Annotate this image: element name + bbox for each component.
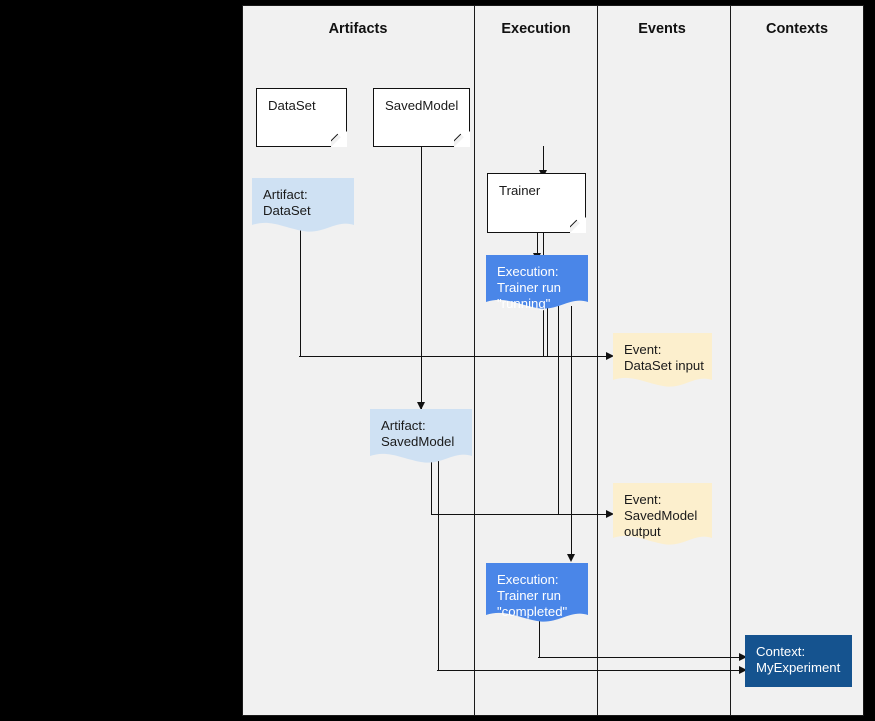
edge-artifactsaved-to-context-arrow	[739, 666, 747, 674]
edge-execrunning-to-eventoutput-vline	[558, 306, 559, 514]
swimlane-panel: Artifacts Execution Events Contexts	[242, 5, 864, 716]
edge-execrunning-to-execcompleted-vline	[571, 306, 572, 559]
edge-artifactsaved-to-eventoutput-vline	[431, 458, 432, 515]
lane-divider-execution-events	[597, 6, 598, 715]
wavy-shape	[486, 563, 588, 622]
node-context-myexperiment[interactable]: Context: MyExperiment	[745, 635, 852, 687]
wavy-shape	[613, 483, 712, 545]
edge-artifactsaved-to-context-hline	[437, 670, 743, 671]
node-execution-running-label: Execution: Trainer run "running"	[497, 264, 562, 312]
lane-title-artifacts: Artifacts	[328, 21, 388, 37]
node-execution-completed-label: Execution: Trainer run "completed"	[497, 572, 568, 620]
node-event-savedmodel-output-label: Event: SavedModel output	[624, 492, 698, 540]
node-event-dataset-input-label: Event: DataSet input	[624, 342, 704, 374]
wavy-shape	[370, 409, 472, 463]
edge-artifactdataset-to-event-hline	[299, 356, 609, 357]
document-fold-icon	[570, 217, 586, 233]
node-dataset-component[interactable]: DataSet	[256, 88, 347, 147]
edge-to-eventoutput-arrow	[606, 510, 614, 518]
lane-title-execution: Execution	[501, 21, 571, 37]
edge-to-eventoutput-hline	[431, 514, 609, 515]
node-artifact-dataset[interactable]: Artifact: DataSet	[252, 178, 354, 236]
lane-title-contexts: Contexts	[765, 21, 829, 37]
wavy-shape	[486, 255, 588, 309]
node-artifact-dataset-label: Artifact: DataSet	[263, 187, 311, 219]
node-event-dataset-input[interactable]: Event: DataSet input	[613, 333, 712, 391]
node-dataset-component-label: DataSet	[268, 98, 316, 113]
node-savedmodel-component-label: SavedModel	[385, 98, 459, 113]
lane-divider-events-contexts	[730, 6, 731, 715]
edge-execcompleted-to-context-arrow	[739, 653, 747, 661]
edge-execcompleted-to-context-vline	[539, 616, 540, 658]
edge-execrunning-to-execcompleted-arrow	[567, 554, 575, 562]
node-event-savedmodel-output[interactable]: Event: SavedModel output	[613, 483, 712, 549]
wavy-shape	[613, 333, 712, 387]
document-fold-icon	[331, 131, 347, 147]
node-execution-running[interactable]: Execution: Trainer run "running"	[486, 255, 588, 313]
edge-execrunning-to-eventinput-vline	[547, 306, 548, 356]
lane-divider-artifacts-execution	[474, 6, 475, 715]
edge-dataset-to-artifact-line	[543, 146, 544, 173]
edge-trainer-to-execution-line	[537, 233, 538, 258]
wavy-shape	[252, 178, 354, 232]
node-trainer-component[interactable]: Trainer	[487, 173, 586, 233]
node-context-myexperiment-label: Context: MyExperiment	[756, 644, 841, 676]
edge-savedmodel-to-artifact-arrow	[417, 402, 425, 410]
edge-savedmodel-to-artifact-line	[421, 146, 422, 410]
edge-artifactdataset-drop	[300, 228, 301, 357]
node-trainer-component-label: Trainer	[499, 183, 541, 198]
edge-artifactsaved-to-context-vline	[438, 458, 439, 671]
edge-artifactdataset-to-event-arrow	[606, 352, 614, 360]
node-savedmodel-component[interactable]: SavedModel	[373, 88, 470, 147]
lane-title-events: Events	[638, 21, 686, 37]
node-execution-completed[interactable]: Execution: Trainer run "completed"	[486, 563, 588, 626]
node-artifact-savedmodel[interactable]: Artifact: SavedModel	[370, 409, 472, 467]
edge-execcompleted-to-context-hline	[538, 657, 743, 658]
node-artifact-savedmodel-label: Artifact: SavedModel	[381, 418, 455, 450]
document-fold-icon	[454, 131, 470, 147]
